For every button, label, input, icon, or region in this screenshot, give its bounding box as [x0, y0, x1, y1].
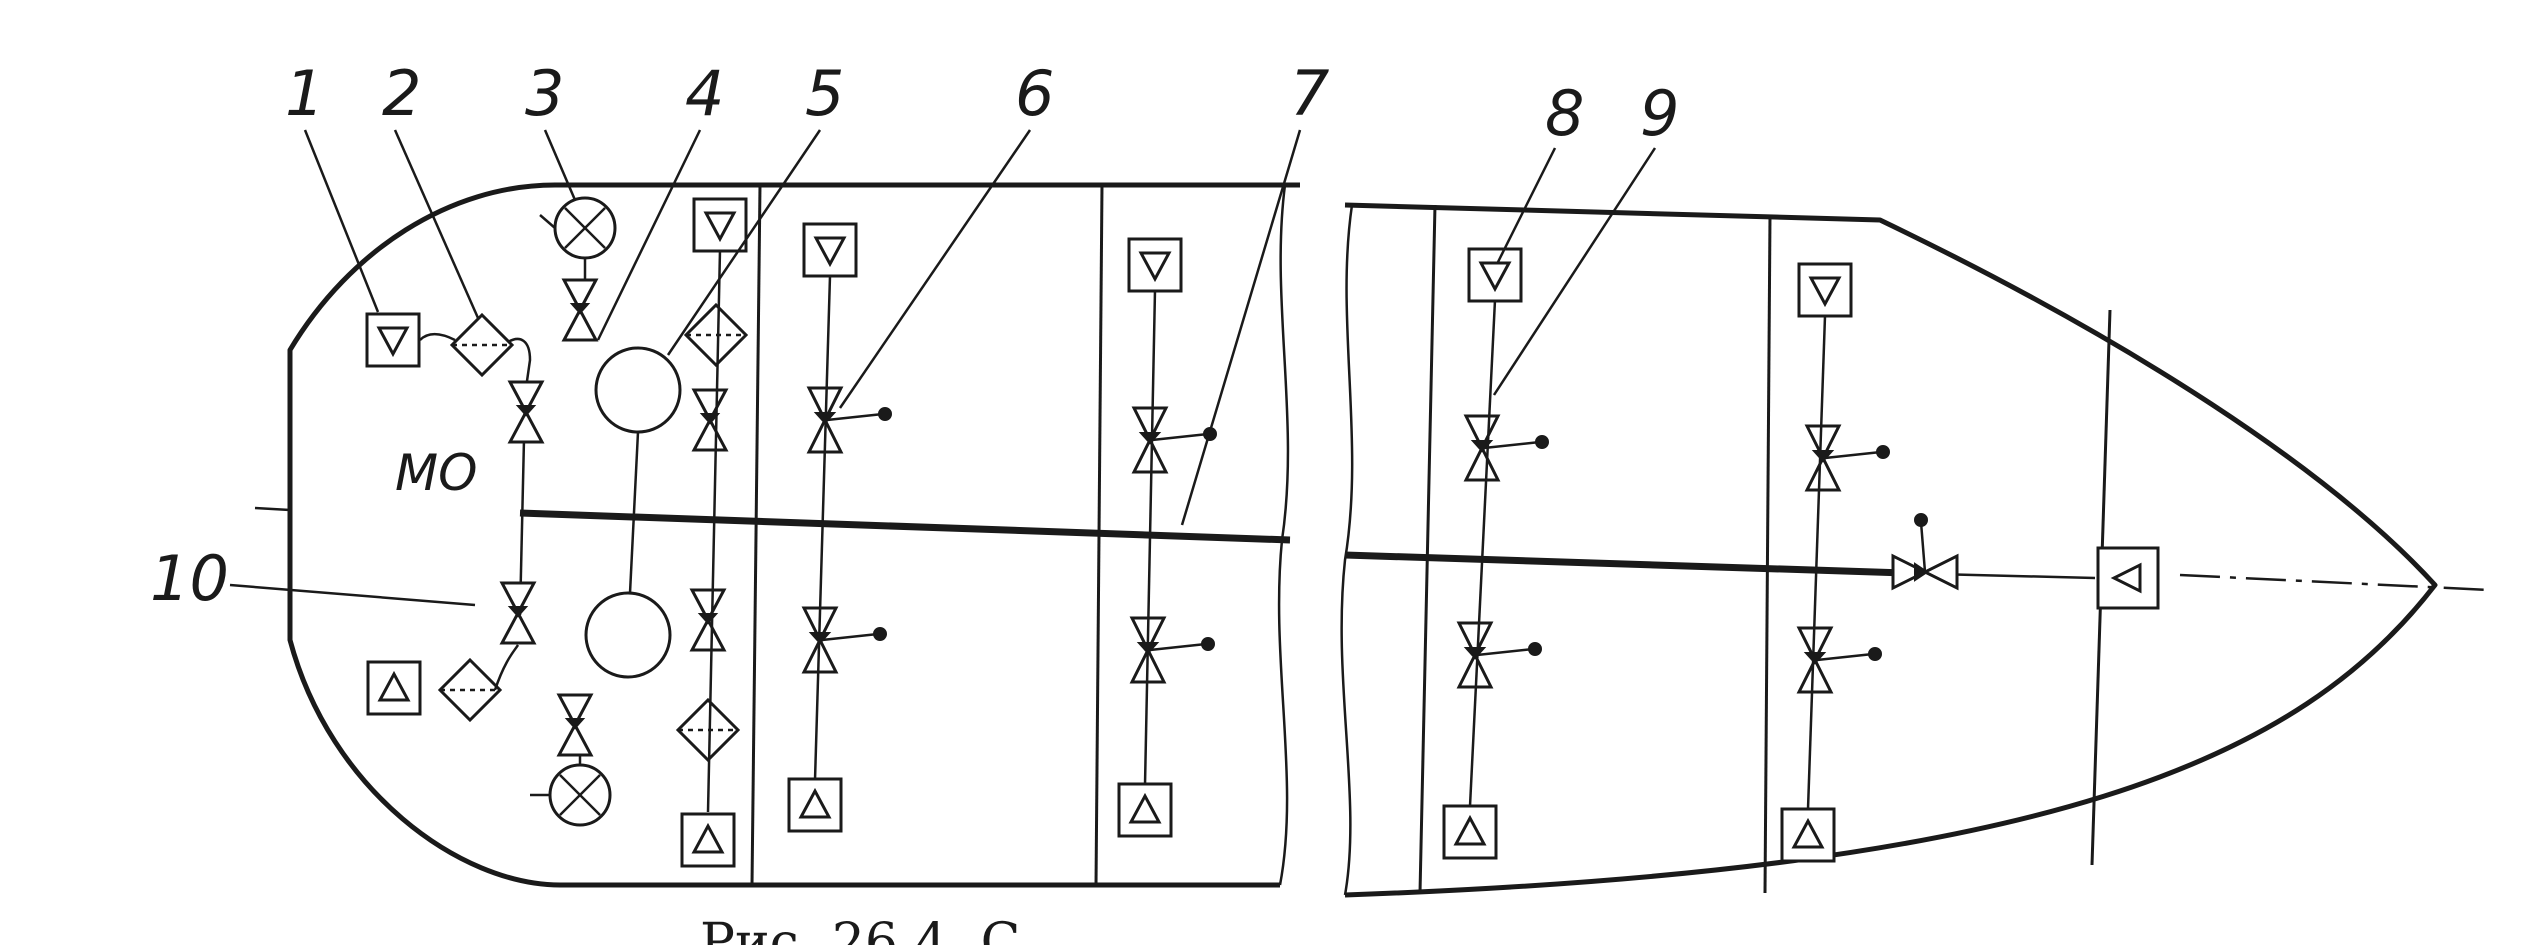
label-5: 5: [805, 57, 844, 130]
bulkhead: [750, 184, 762, 886]
branch-pipe: [706, 249, 722, 813]
bilge-pump-icon: [539, 196, 617, 285]
leader-line-7: [1180, 129, 1302, 526]
bilge-well-icon: [1467, 247, 1523, 303]
bulkhead: [1418, 204, 1437, 894]
hull-bow-section: [1344, 202, 2438, 898]
leader-line-1: [303, 129, 380, 313]
centerline: [254, 506, 291, 512]
bulkhead: [1763, 214, 1772, 894]
leader-line-2: [393, 129, 480, 319]
bilge-well-icon: [1127, 237, 1183, 293]
mud-box-icon: [676, 698, 740, 762]
bilge-well-icon: [1797, 262, 1853, 318]
branch-pipe: [1143, 289, 1157, 786]
bilge-well-icon: [366, 660, 422, 716]
bilge-pump-icon: [530, 745, 612, 827]
bilge-well-icon: [1117, 782, 1173, 838]
branch-pipe: [813, 275, 832, 781]
label-4: 4: [685, 57, 724, 130]
tank-connection: [628, 431, 640, 594]
suction-pipe: [419, 333, 456, 342]
break-line-right: [1340, 204, 1354, 896]
label-7: 7: [1290, 57, 1329, 130]
leader-line-8: [1496, 147, 1557, 263]
valve-icon: [1130, 616, 1216, 684]
leader-line-4: [596, 129, 702, 341]
bilge-well-icon: [365, 312, 421, 368]
label-3: 3: [525, 57, 564, 130]
branch-pipe: [1468, 299, 1497, 807]
label-6: 6: [1015, 57, 1054, 130]
mud-box-icon: [438, 658, 502, 722]
valve-icon: [690, 588, 726, 652]
bilge-well-icon: [1442, 804, 1498, 860]
bilge-well-icon: [1780, 807, 1836, 863]
hull-stern-section: [287, 182, 1300, 888]
bilge-well-icon: [802, 222, 858, 278]
valve-icon: [562, 278, 598, 342]
engine-room-label: MO: [395, 444, 478, 502]
bow-valve-icon: [1891, 513, 1959, 591]
main-bilge-pipe: [519, 509, 1291, 544]
centerline: [2179, 573, 2491, 592]
suction-pipe: [493, 644, 520, 691]
valve-icon: [807, 386, 893, 454]
bilge-well-icon: [680, 812, 736, 868]
valve-icon: [1464, 414, 1550, 482]
valve-icon: [508, 380, 544, 444]
leader-line-5: [666, 129, 822, 356]
leader-line-6: [838, 129, 1032, 409]
leader-line-9: [1492, 147, 1657, 396]
valve-icon: [500, 581, 536, 645]
bilge-well-icon: [2096, 546, 2160, 610]
separator-tank-icon: [584, 591, 672, 679]
label-10: 10: [150, 542, 229, 615]
break-line-left: [1277, 184, 1290, 886]
mud-box-icon: [450, 313, 514, 377]
leader-line-10: [229, 583, 476, 607]
label-8: 8: [1545, 77, 1584, 150]
label-9: 9: [1640, 77, 1679, 150]
label-1: 1: [285, 57, 324, 130]
leader-line-3: [543, 129, 577, 201]
suction-pipe: [507, 337, 532, 396]
valve-icon: [692, 388, 728, 452]
label-2: 2: [382, 57, 421, 130]
valve-icon: [1132, 406, 1218, 474]
bilge-well-icon: [787, 777, 843, 833]
valve-icon: [1457, 621, 1543, 689]
bow-suction-line: [1934, 572, 2096, 580]
separator-tank-icon: [594, 346, 682, 434]
bilge-well-icon: [692, 197, 748, 253]
branch-pipe: [1806, 315, 1827, 810]
valve-icon: [802, 606, 888, 674]
valve-icon: [557, 693, 593, 757]
main-bilge-pipe: [1344, 551, 1906, 577]
figure-caption: Рис. 26.4. С: [700, 913, 1020, 945]
